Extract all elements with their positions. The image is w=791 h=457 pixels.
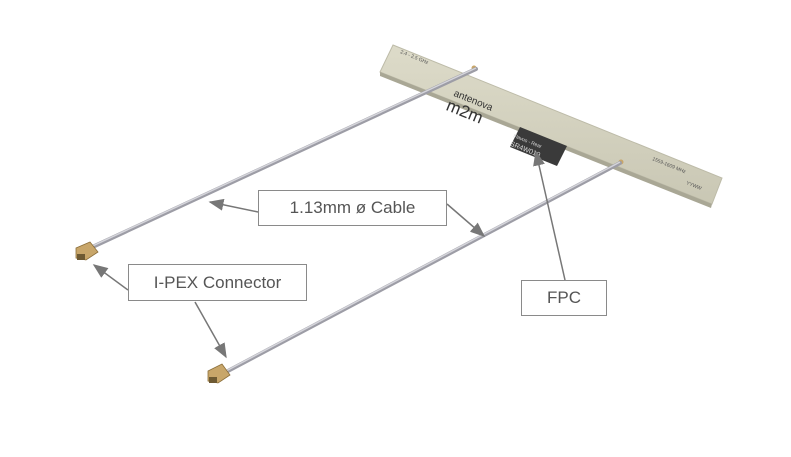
arrow-connector-2 <box>194 301 227 359</box>
ipex-connector-1 <box>75 241 99 261</box>
arrow-connector-1 <box>92 264 129 291</box>
arrow-fpc <box>533 150 566 281</box>
arrow-cable-2 <box>446 203 486 237</box>
product-label-plate <box>510 127 567 166</box>
ipex-connector-2 <box>207 363 231 384</box>
fpc-date-code: YYWW <box>685 180 702 192</box>
arrow-cable-1 <box>208 198 259 213</box>
cable-label: 1.13mm ø Cable <box>258 190 447 226</box>
fpc-label: FPC <box>521 280 607 316</box>
cable-2 <box>224 161 622 374</box>
fpc-board: antenova m2m Flavus - Rear SR4W019 2.4 -… <box>379 44 723 208</box>
cable-1 <box>84 67 478 252</box>
connector-label: I-PEX Connector <box>128 264 307 301</box>
